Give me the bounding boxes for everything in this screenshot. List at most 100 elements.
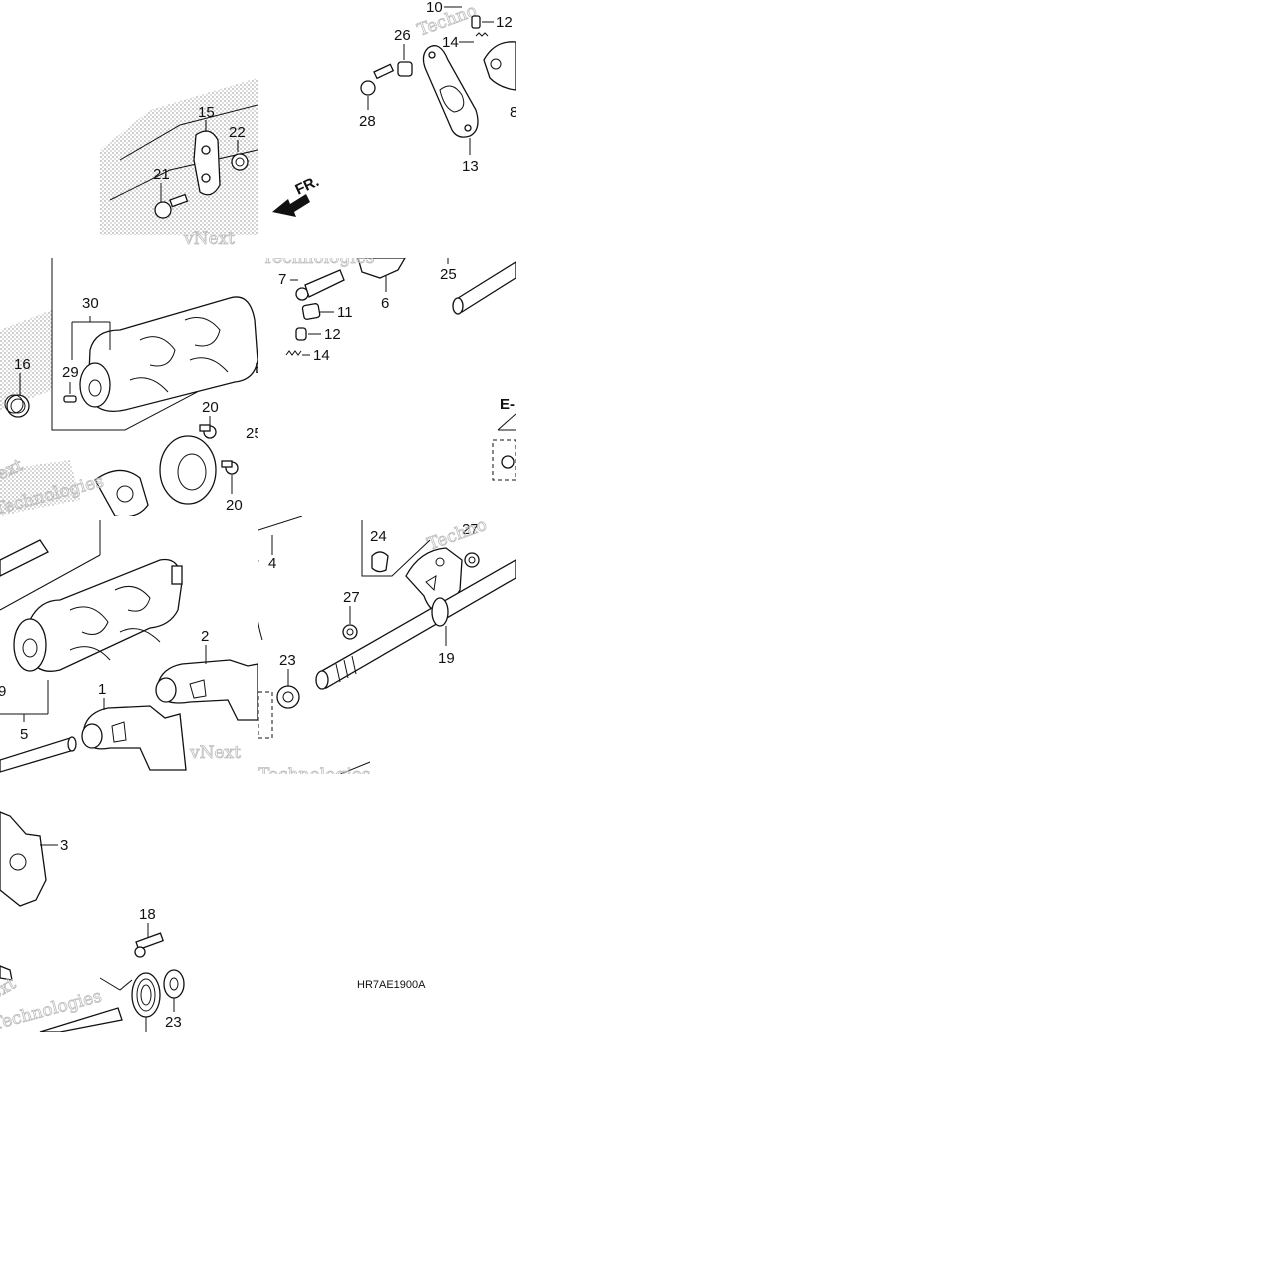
watermark-text: Technologies bbox=[262, 248, 375, 268]
shift-drum-5 bbox=[13, 558, 183, 672]
section-ref-label: E- bbox=[500, 396, 515, 413]
washer-23 bbox=[276, 685, 300, 709]
tile-top-right: Techno 10 12 14 26 28 13 8 bbox=[359, 0, 518, 175]
stopper-plate-15 bbox=[193, 130, 221, 196]
callout-22: 22 bbox=[229, 124, 246, 141]
callout-9-partial: 9 bbox=[244, 735, 252, 752]
callout-2: 2 bbox=[201, 628, 209, 645]
shift-drum-30 bbox=[79, 296, 258, 413]
diagram-code: HR7AE1900A bbox=[357, 979, 426, 991]
watermark-text: Technologies bbox=[258, 765, 371, 785]
callout-b: B bbox=[255, 360, 265, 377]
bolt-20-bottom bbox=[221, 460, 239, 475]
shift-rod bbox=[0, 539, 49, 577]
bolt-18 bbox=[134, 932, 165, 958]
spring-16 bbox=[4, 394, 30, 418]
bearing bbox=[159, 435, 217, 505]
watermark-text: ext bbox=[0, 974, 20, 1005]
callout-30: 30 bbox=[82, 295, 99, 312]
cover-8 bbox=[483, 41, 516, 91]
callout-1: 1 bbox=[98, 681, 106, 698]
collar-26 bbox=[397, 61, 413, 77]
pin-12-top bbox=[471, 15, 481, 29]
fork-1 bbox=[81, 705, 187, 771]
pin-29 bbox=[63, 395, 77, 403]
callout-5: 5 bbox=[20, 726, 28, 743]
bolt-7 bbox=[295, 269, 345, 301]
tile-middle-left: 30 29 16 20 20 B 25 ext Technologies bbox=[0, 258, 265, 516]
callout-15: 15 bbox=[198, 104, 215, 121]
callout-11: 11 bbox=[337, 304, 353, 321]
bolt-20-top bbox=[199, 424, 217, 439]
shift-shaft-19 bbox=[315, 559, 516, 690]
callout-6-bold: 6 bbox=[258, 653, 266, 670]
callout-20-bottom: 20 bbox=[226, 497, 243, 514]
rod-17 bbox=[339, 761, 371, 774]
fr-label: FR. bbox=[293, 173, 322, 199]
callout-27-left: 27 bbox=[343, 589, 360, 606]
tile-lower-left: 3 18 23 ext Technologies bbox=[0, 811, 185, 1034]
shift-arm-19 bbox=[405, 547, 463, 613]
callout-12-mid: 12 bbox=[324, 326, 341, 343]
callout-27-right: 27 bbox=[462, 521, 479, 538]
washer-23-lower bbox=[163, 969, 185, 999]
shaft-rod-lower bbox=[0, 736, 77, 773]
callout-23: 23 bbox=[279, 652, 296, 669]
callout-17: 17 bbox=[394, 775, 411, 792]
callout-28: 28 bbox=[359, 113, 376, 130]
callout-7: 7 bbox=[278, 271, 286, 288]
watermark-text: vNext bbox=[183, 229, 235, 249]
tile-bottom-right: 4 24 27 27 23 19 17 9 Techno Technologie… bbox=[244, 515, 516, 792]
callout-10: 10 bbox=[426, 0, 443, 16]
gasket-13 bbox=[422, 45, 479, 138]
watermark-text: Technologies bbox=[0, 986, 104, 1034]
clip-24 bbox=[371, 551, 389, 573]
callout-13: 13 bbox=[462, 158, 479, 175]
callout-25: 25 bbox=[440, 266, 457, 283]
callout-25-partial: 25 bbox=[246, 425, 263, 442]
callout-16: 16 bbox=[14, 356, 31, 373]
callout-3: 3 bbox=[60, 837, 68, 854]
callout-14-mid: 14 bbox=[313, 347, 330, 364]
callout-26: 26 bbox=[394, 27, 411, 44]
spring-14-top bbox=[475, 32, 489, 37]
callout-6: 6 bbox=[381, 295, 389, 312]
tile-middle-right: E- 7 6 11 12 14 25 Technologies bbox=[262, 248, 516, 481]
callout-20-top: 20 bbox=[202, 399, 219, 416]
pin-12-mid bbox=[295, 327, 307, 341]
callout-19: 19 bbox=[438, 650, 455, 667]
callout-12-top: 12 bbox=[496, 14, 513, 31]
callout-23-lower: 23 bbox=[165, 1014, 182, 1031]
spring-14-mid bbox=[285, 350, 302, 356]
case-edge-4 bbox=[258, 560, 263, 641]
callout-4: 4 bbox=[268, 555, 276, 572]
fork-3 bbox=[0, 811, 47, 907]
nut-22 bbox=[231, 153, 249, 171]
callout-9: 9 bbox=[0, 683, 6, 700]
section-reference: E- bbox=[492, 396, 516, 481]
callout-8: 8 bbox=[510, 104, 518, 121]
bolt-28 bbox=[360, 63, 395, 96]
case-6 bbox=[357, 258, 406, 279]
fork-2 bbox=[155, 659, 258, 721]
circlip-27-right bbox=[464, 552, 480, 568]
tile-top-left: 15 22 21 vNext bbox=[100, 78, 258, 249]
watermark-text: vNext bbox=[189, 743, 241, 763]
callout-14-top: 14 bbox=[442, 34, 459, 51]
circlip-27-left bbox=[342, 624, 358, 640]
tile-bottom-left: 9 5 1 2 6 vNext bbox=[0, 520, 266, 773]
callout-21: 21 bbox=[153, 166, 170, 183]
callout-18: 18 bbox=[139, 906, 156, 923]
crankcase-stipple-area bbox=[100, 78, 258, 235]
shaft-lower bbox=[39, 1007, 123, 1032]
watermark-text: Techno bbox=[425, 515, 490, 555]
callout-29: 29 bbox=[62, 364, 79, 381]
bolt-21 bbox=[154, 193, 189, 219]
front-direction-arrow: FR. bbox=[272, 173, 322, 217]
assembly-bracket-30 bbox=[51, 258, 258, 431]
gear-cam bbox=[94, 469, 149, 516]
pin-11 bbox=[301, 303, 321, 320]
shaft-25 bbox=[452, 261, 516, 315]
callout-24: 24 bbox=[370, 528, 387, 545]
